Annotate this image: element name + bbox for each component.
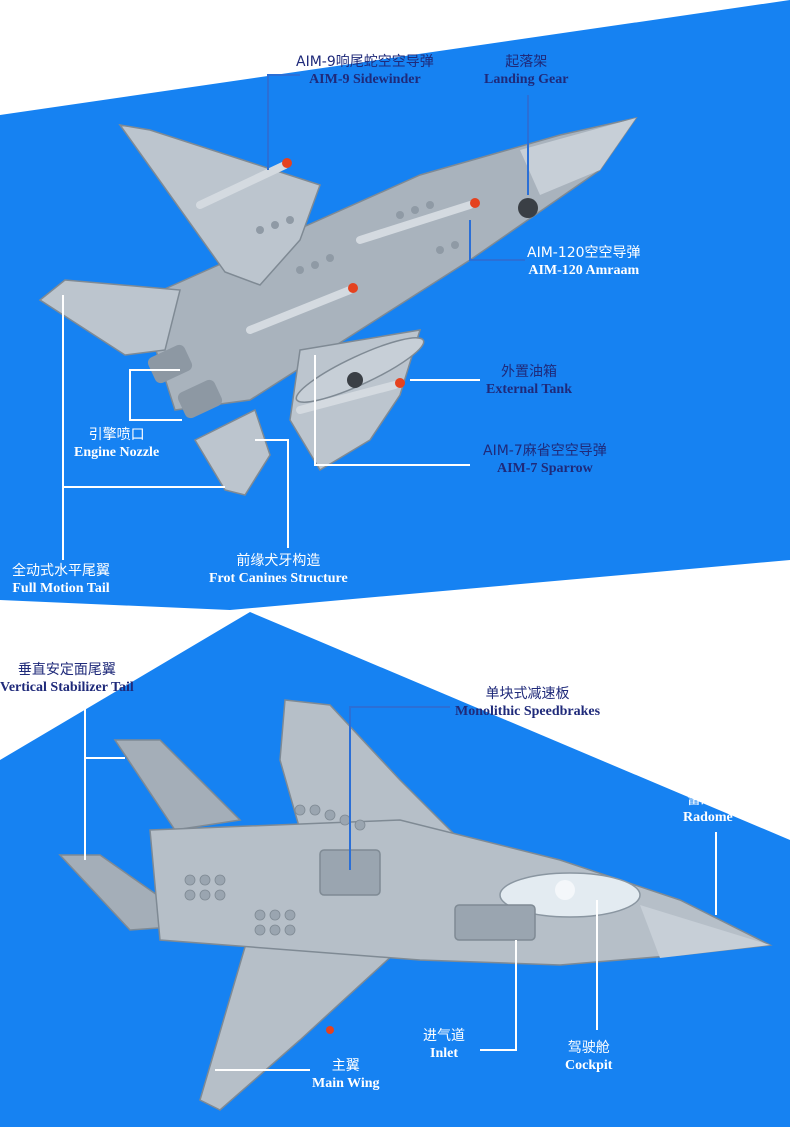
callout-full-motion-tail: 全动式水平尾翼 Full Motion Tail	[12, 563, 110, 597]
top-engine-nozzle-2	[177, 379, 223, 419]
top-landing-gear	[518, 198, 538, 218]
callout-full-motion-tail-en: Full Motion Tail	[12, 581, 110, 597]
callout-aim7-en: AIM-7 Sparrow	[496, 461, 593, 477]
callout-frot-canines-en: Frot Canines Structure	[209, 571, 348, 587]
callout-radome-en: Radome	[683, 810, 733, 826]
callout-engine-nozzle-en: Engine Nozzle	[74, 445, 160, 461]
bottom-missile-tip	[326, 1026, 334, 1034]
callout-main-wing: 主翼 Main Wing	[312, 1058, 380, 1092]
callout-aim7-sparrow: AIM-7麻省空空导弹 AIM-7 Sparrow	[483, 443, 607, 477]
callout-speedbrakes: 单块式减速板 Monolithic Speedbrakes	[455, 686, 600, 720]
callout-inlet-en: Inlet	[430, 1046, 458, 1062]
callout-frot-canines: 前缘犬牙构造 Frot Canines Structure	[209, 553, 348, 587]
callout-inlet: 进气道 Inlet	[423, 1028, 465, 1062]
callout-aim9-en: AIM-9 Sidewinder	[309, 72, 421, 88]
top-external-tank	[295, 337, 425, 403]
line-aim9	[267, 74, 300, 170]
callout-aim120-amraam: AIM-120空空导弹 AIM-120 Amraam	[527, 245, 641, 279]
callout-cockpit-zh: 驾驶舱	[567, 1040, 610, 1056]
bottom-inlet	[454, 904, 536, 941]
callout-radome-zh: 雷达罩	[686, 792, 729, 808]
callout-cockpit: 驾驶舱 Cockpit	[565, 1040, 612, 1074]
top-nose	[520, 118, 636, 195]
callout-aim9-sidewinder: AIM-9响尾蛇空空导弹 AIM-9 Sidewinder	[296, 54, 434, 88]
line-speedbrake	[349, 706, 450, 870]
callout-speedbrakes-en: Monolithic Speedbrakes	[455, 704, 601, 720]
bottom-vstab-1	[113, 739, 242, 831]
top-landing-gear-rear	[347, 372, 363, 388]
callout-cockpit-en: Cockpit	[565, 1058, 613, 1074]
top-engine-nozzle-1	[147, 344, 193, 384]
top-main-wing-upper	[118, 123, 321, 286]
top-stud-details	[256, 201, 459, 274]
callout-vertical-stabilizer: 垂直安定面尾翼 Vertical Stabilizer Tail	[0, 662, 134, 696]
callout-landing-gear-zh: 起落架	[505, 54, 548, 70]
callout-frot-canines-zh: 前缘犬牙构造	[236, 553, 321, 569]
top-aircraft	[38, 116, 638, 496]
callout-main-wing-en: Main Wing	[312, 1076, 380, 1092]
callout-aim9-zh: AIM-9响尾蛇空空导弹	[296, 54, 434, 70]
line-inlet	[480, 940, 517, 1051]
callout-lines	[62, 74, 717, 1071]
callout-speedbrakes-zh: 单块式减速板	[485, 686, 570, 702]
top-tail-lower	[193, 408, 271, 496]
bottom-radome	[640, 905, 770, 958]
line-engine-nozzle	[129, 369, 182, 421]
callout-inlet-zh: 进气道	[423, 1028, 465, 1044]
line-aim120	[469, 220, 525, 261]
callout-vstab-zh: 垂直安定面尾翼	[17, 662, 116, 678]
bottom-pilot-helmet	[555, 880, 575, 900]
callout-engine-nozzle-zh: 引擎喷口	[88, 427, 145, 443]
callout-full-motion-tail-zh: 全动式水平尾翼	[12, 563, 110, 579]
callout-external-tank: 外置油箱 External Tank	[486, 364, 572, 398]
callout-landing-gear-en: Landing Gear	[484, 72, 569, 88]
callout-landing-gear: 起落架 Landing Gear	[484, 54, 568, 88]
line-aim7	[314, 355, 470, 466]
top-tail-upper	[38, 279, 181, 356]
callout-vstab-en: Vertical Stabilizer Tail	[0, 680, 134, 696]
callout-main-wing-zh: 主翼	[331, 1058, 360, 1074]
line-canines	[255, 439, 289, 548]
callout-aim120-zh: AIM-120空空导弹	[527, 245, 641, 261]
callout-aim120-en: AIM-120 Amraam	[528, 263, 640, 279]
bottom-aircraft	[58, 699, 773, 1111]
callout-radome: 雷达罩 Radome	[683, 792, 733, 826]
callout-external-tank-zh: 外置油箱	[500, 364, 557, 380]
callout-engine-nozzle: 引擎喷口 Engine Nozzle	[74, 427, 159, 461]
callout-aim7-zh: AIM-7麻省空空导弹	[483, 443, 607, 459]
callout-external-tank-en: External Tank	[486, 382, 572, 398]
